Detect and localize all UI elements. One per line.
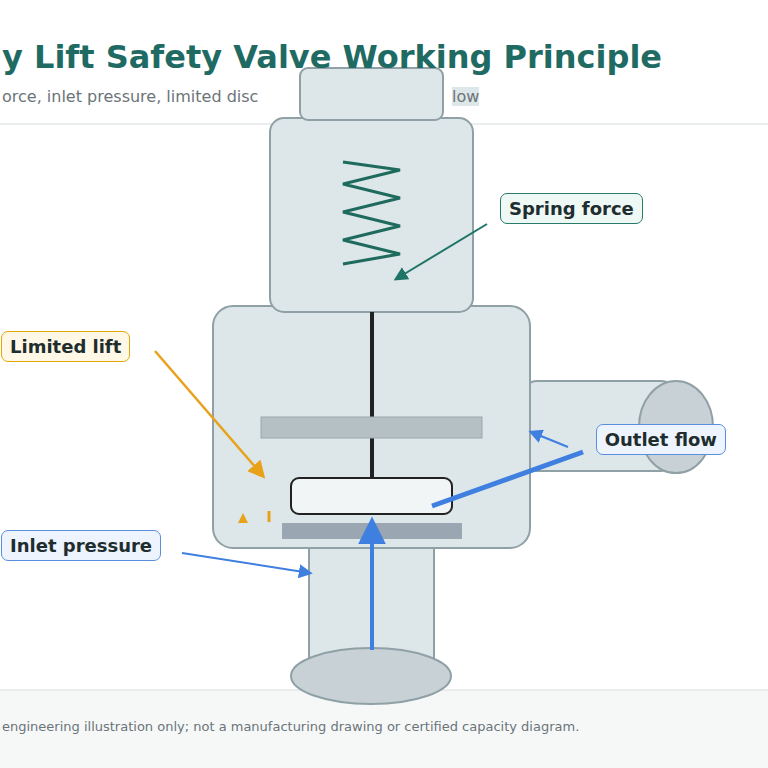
subtitle-fragment: orce, inlet pressure, limited disc <box>2 87 258 106</box>
caption-holder: engineering illustration only; not a man… <box>2 716 579 735</box>
label-holder: low <box>452 87 479 106</box>
spring <box>343 162 400 264</box>
caption: engineering illustration only; not a man… <box>2 719 579 734</box>
outlet-flow-line <box>432 452 583 506</box>
callout-box: Inlet pressure <box>1 530 161 561</box>
title: y Lift Safety Valve Working Principle <box>2 38 662 76</box>
valve-body <box>213 306 530 548</box>
leader-line <box>531 432 568 447</box>
inlet-opening <box>291 648 451 704</box>
callout-label: Inlet pressure <box>10 535 152 556</box>
label-holder: orce, inlet pressure, limited disc <box>2 87 258 106</box>
callout-label: Outlet flow <box>605 429 717 450</box>
callout-box: Outlet flow <box>596 424 726 455</box>
lift-marker <box>238 513 248 523</box>
leader-line <box>182 553 310 573</box>
guide-plate <box>261 417 482 438</box>
disc <box>291 478 452 514</box>
stem <box>370 312 374 478</box>
callout-box: Spring force <box>500 193 643 224</box>
leader-line <box>396 224 487 279</box>
bonnet <box>270 118 473 312</box>
title-holder: y Lift Safety Valve Working Principle <box>2 38 662 76</box>
callout-box: Limited lift <box>1 331 130 362</box>
callout-label: Spring force <box>509 198 634 219</box>
leader-line <box>155 351 263 476</box>
subtitle-fragment: low <box>452 87 479 106</box>
lift-tick <box>268 511 271 522</box>
inlet-flow-arrow <box>370 522 374 650</box>
callout-label: Limited lift <box>10 336 121 357</box>
